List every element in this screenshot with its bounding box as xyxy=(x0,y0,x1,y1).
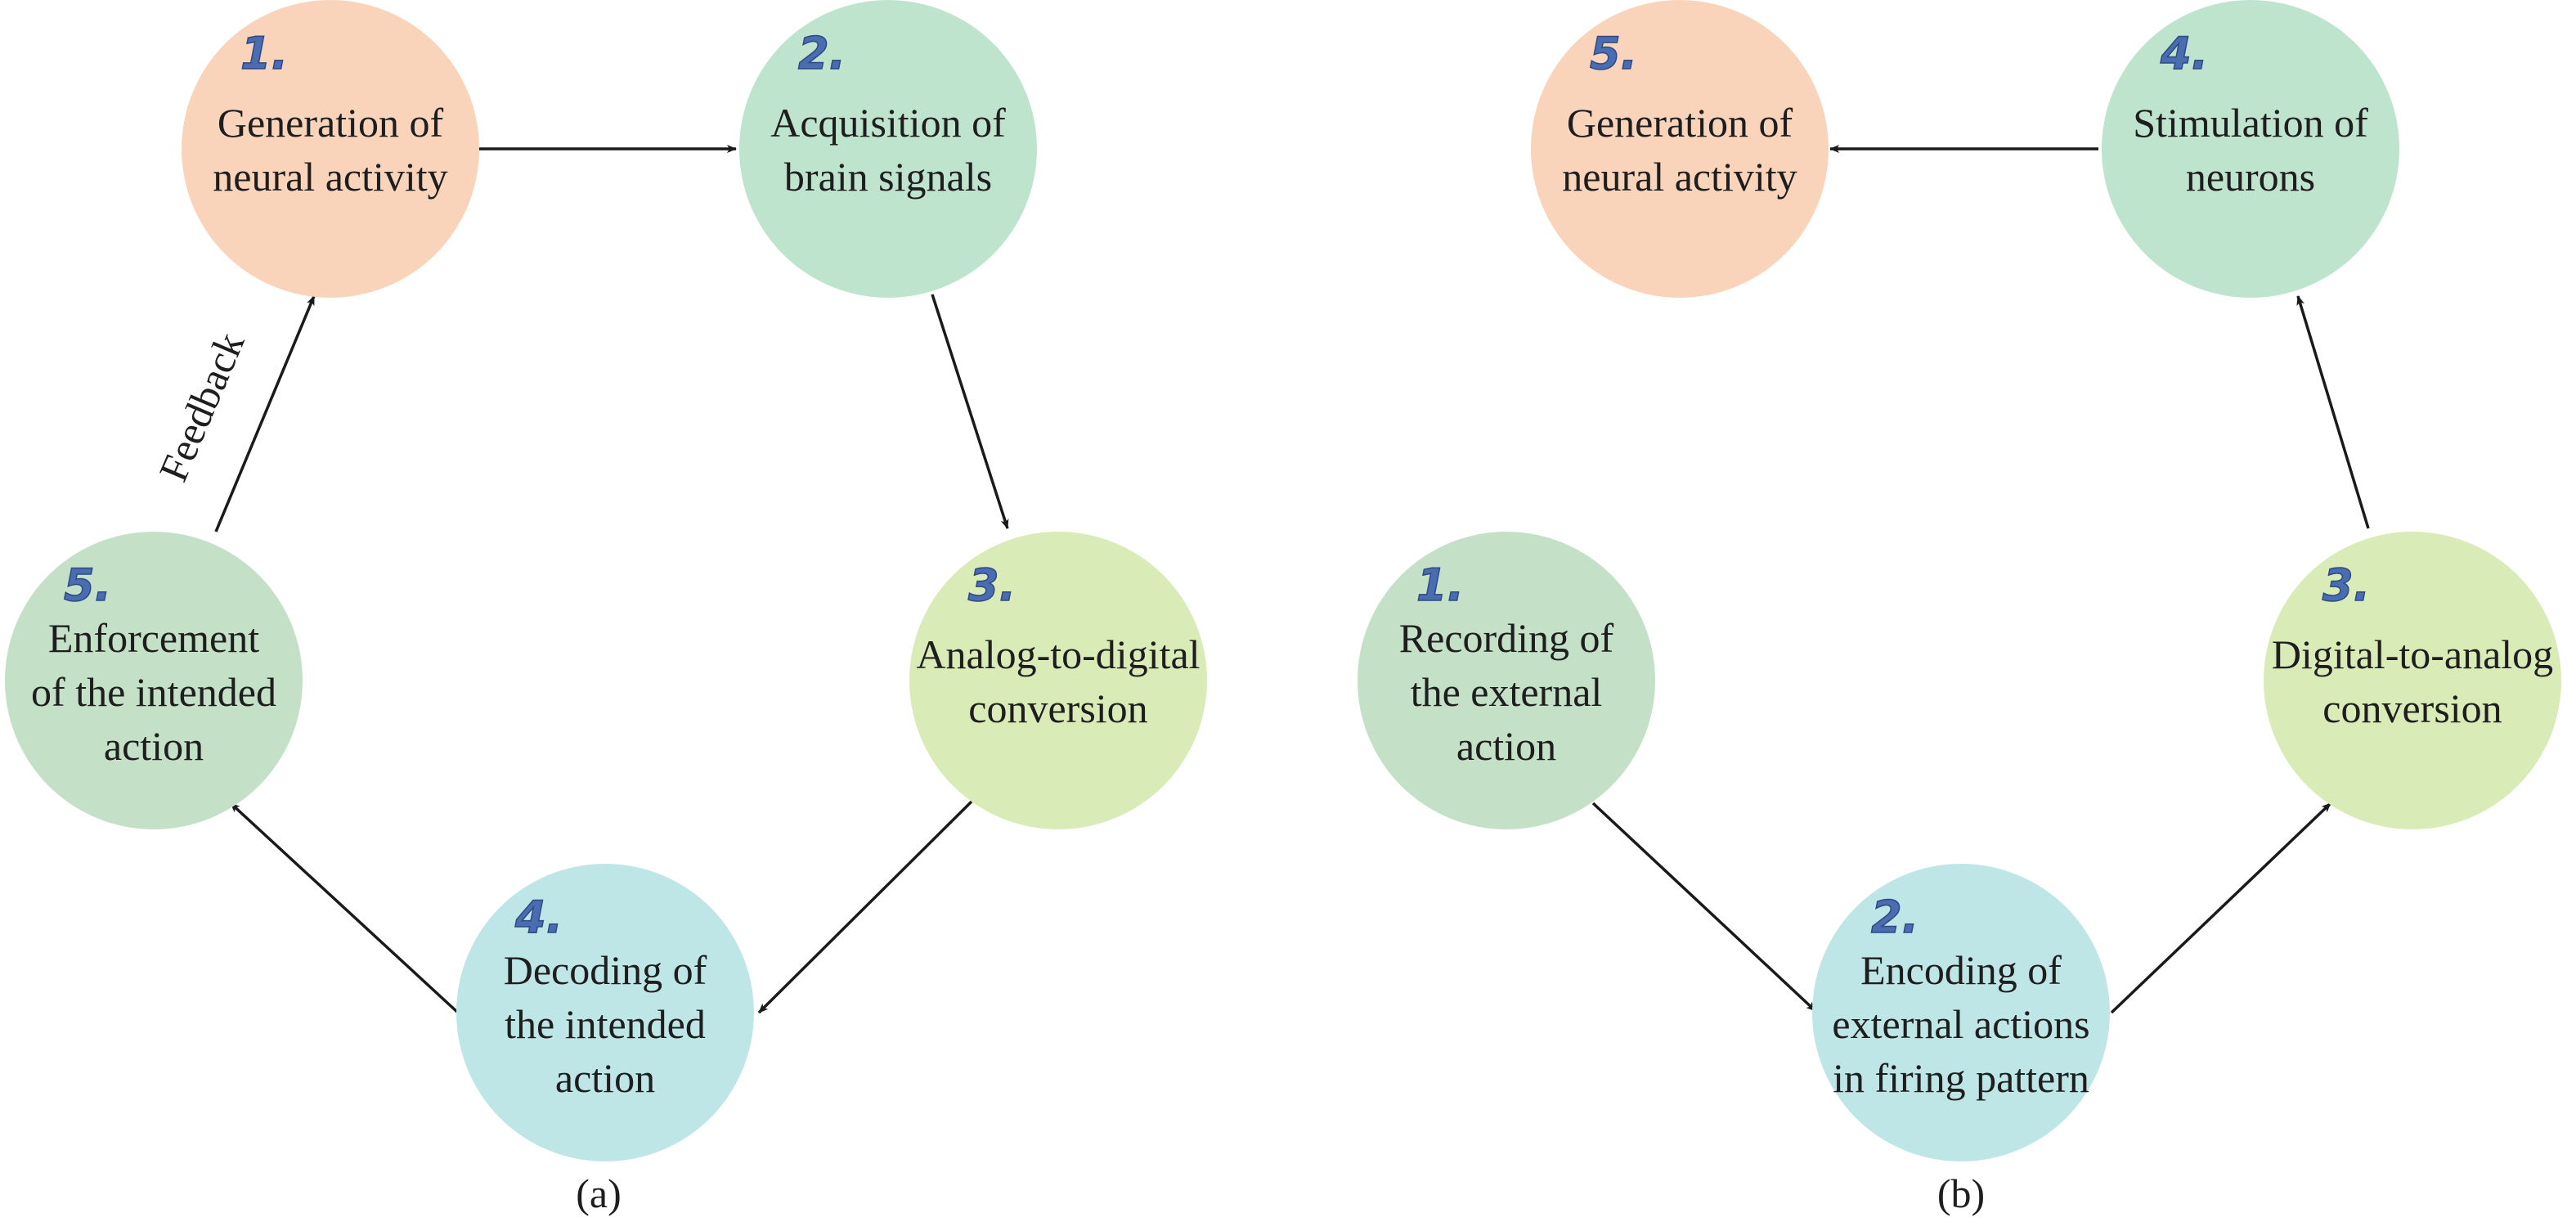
step-label-line: Digital-to-analog xyxy=(2272,631,2553,677)
step-number: 4. xyxy=(514,892,563,943)
step-circle xyxy=(739,0,1037,298)
step-label-line: Analog-to-digital xyxy=(916,631,1200,677)
step-node-b3: 3. Digital-to-analog conversion xyxy=(2264,532,2561,829)
step-label-line: conversion xyxy=(968,685,1147,731)
panel-a: Feedback 1. Generation of neural activity 2… xyxy=(5,0,1207,1161)
step-node-b2: 2.Encoding of external actions in firing p… xyxy=(1812,864,2110,1161)
step-node-b1: 1.Recording of the external action xyxy=(1358,532,1655,829)
step-label-line: brain signals xyxy=(784,154,992,200)
step-node-b5: 5. Generation of neural activity xyxy=(1531,0,1829,298)
arrow-b2-to-b3 xyxy=(2110,802,2332,1014)
step-number: 5. xyxy=(1590,28,1637,79)
step-label-line: Generation of xyxy=(1567,100,1793,146)
step-circle xyxy=(1531,0,1829,298)
step-circle xyxy=(1358,532,1655,829)
step-number: 1. xyxy=(1416,559,1464,611)
step-label-line: neural activity xyxy=(1562,154,1797,200)
step-label-line: Recording of xyxy=(1399,615,1614,661)
step-number: 2. xyxy=(1871,892,1919,943)
panel-a-caption: (a) xyxy=(576,1170,622,1216)
step-number: 2. xyxy=(798,28,846,79)
step-label-line: Generation of xyxy=(218,100,444,146)
arrow-b3-to-b4 xyxy=(2296,295,2370,529)
step-label-line: Acquisition of xyxy=(770,100,1006,146)
step-label-line: neurons xyxy=(2186,154,2315,200)
step-label-line: neural activity xyxy=(213,154,447,200)
feedback-label: Feedback xyxy=(150,326,253,487)
step-label-line: action xyxy=(104,723,204,769)
step-circle xyxy=(2102,0,2399,298)
step-label-line: of the intended xyxy=(31,669,276,715)
step-label-line: the external xyxy=(1411,669,1603,715)
step-circle xyxy=(456,864,754,1161)
step-label-line: action xyxy=(1456,723,1556,769)
arrow-b1-to-b2 xyxy=(1591,802,1817,1013)
step-circle xyxy=(909,532,1207,829)
step-circle xyxy=(1812,864,2110,1161)
step-number: 1. xyxy=(240,28,288,79)
arrow-a2-to-a3 xyxy=(931,294,1009,529)
step-label-line: in firing pattern xyxy=(1833,1055,2089,1101)
step-label-line: the intended xyxy=(505,1001,706,1047)
step-node-a5: 5.Enforcement of the intended action xyxy=(5,532,303,829)
step-label-line: external actions xyxy=(1832,1001,2089,1047)
arrow-a5-to-a1 xyxy=(214,295,316,532)
step-label-line: conversion xyxy=(2322,685,2502,731)
step-circle xyxy=(182,0,479,298)
step-node-a4: 4.Decoding of the intended action xyxy=(456,864,754,1161)
panel-b-caption: (b) xyxy=(1937,1170,1985,1216)
step-node-b4: 4. Stimulation of neurons xyxy=(2102,0,2399,298)
step-node-a2: 2. Acquisition of brain signals xyxy=(739,0,1037,298)
arrow-a4-to-a5 xyxy=(229,802,460,1014)
step-label-line: Enforcement xyxy=(48,615,259,661)
step-label-line: action xyxy=(555,1055,655,1101)
step-label-line: Stimulation of xyxy=(2133,100,2368,146)
step-number: 3. xyxy=(968,559,1016,611)
panel-b: 1.Recording of the external action 2.Encodi… xyxy=(1358,0,2561,1161)
arrow-a3-to-a4 xyxy=(757,800,973,1014)
step-number: 5. xyxy=(64,559,111,611)
step-number: 4. xyxy=(2160,28,2208,79)
step-node-a1: 1. Generation of neural activity xyxy=(182,0,479,298)
step-number: 3. xyxy=(2322,559,2370,611)
step-node-a3: 3. Analog-to-digital conversion xyxy=(909,532,1207,829)
step-circle xyxy=(2264,532,2561,829)
step-label-line: Decoding of xyxy=(504,947,707,993)
step-label-line: Encoding of xyxy=(1860,947,2062,993)
step-circle xyxy=(5,532,303,829)
